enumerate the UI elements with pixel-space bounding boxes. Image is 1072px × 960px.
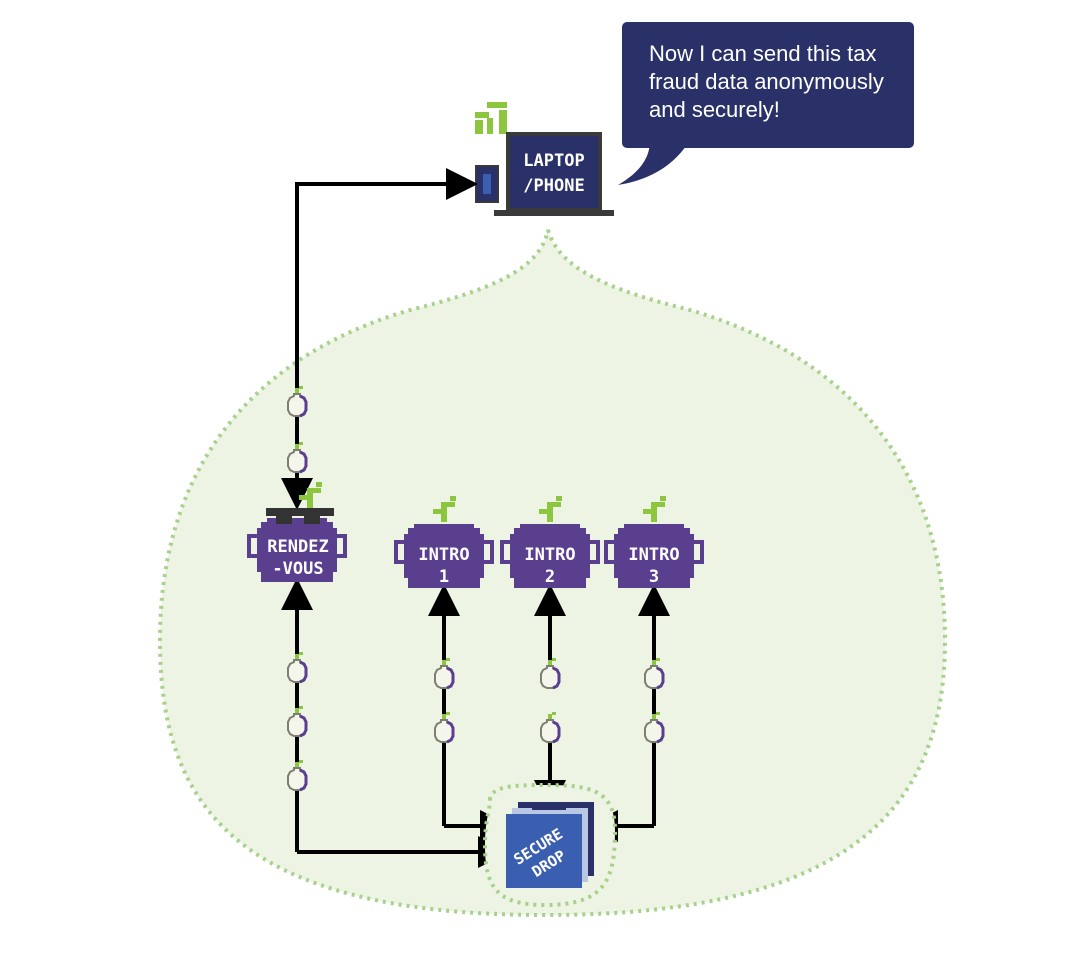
intro-1-label-line1: INTRO [418,545,469,565]
rendezvous-node: RENDEZ -VOUS [247,482,347,584]
laptop-label-line2: /PHONE [523,176,584,196]
intro-3-node: INTRO 3 [604,496,704,590]
intro-3-label-line1: INTRO [628,545,679,565]
speech-bubble-text: Now I can send this tax fraud data anony… [649,41,884,122]
laptop-base [494,210,614,216]
rendezvous-label-line1: RENDEZ [267,537,328,557]
intro-2-node: INTRO 2 [500,496,600,590]
wifi-icon [475,102,507,134]
laptop-phone-node: LAPTOP /PHONE [475,102,614,216]
intro-1-node: INTRO 1 [394,496,494,590]
intro-1-label-line2: 1 [439,567,449,587]
intro-2-label-line2: 2 [545,567,555,587]
speech-bubble: Now I can send this tax fraud data anony… [622,22,914,148]
intro-2-label-line1: INTRO [524,545,575,565]
sunglasses-icon [266,508,334,516]
securedrop-node: SECURE DROP [482,782,618,908]
speech-bubble-tail [618,140,690,185]
intro-3-label-line2: 3 [649,567,659,587]
laptop-label-line1: LAPTOP [523,151,584,171]
rendezvous-label-line2: -VOUS [272,559,323,579]
laptop-screen [506,132,602,212]
